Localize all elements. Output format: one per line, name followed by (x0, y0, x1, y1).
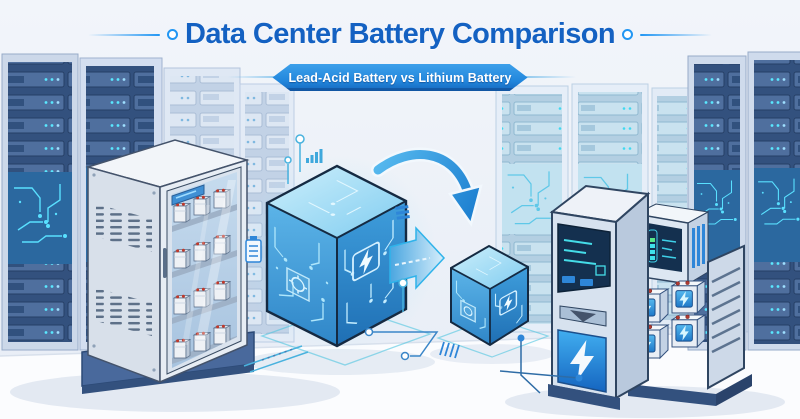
battery-module (672, 281, 705, 313)
chip-icon (460, 299, 476, 323)
battery-icon (245, 236, 262, 263)
kiosk-button (580, 279, 593, 286)
big-data-cube (265, 164, 408, 348)
cabinet-display (171, 184, 205, 206)
title-decor-line-right (640, 33, 712, 36)
decor-pins-and-bars (284, 134, 410, 220)
door-handle (163, 248, 167, 278)
cube-left-face-detail (274, 226, 329, 322)
glass-reflection (196, 180, 236, 340)
kiosk-base (548, 384, 620, 410)
title-decor-dot-left (167, 29, 178, 40)
title-row: Data Center Battery Comparison (0, 18, 800, 51)
curved-arrow-icon (371, 147, 483, 227)
vent-grille-lower (96, 288, 152, 336)
tower-base (628, 384, 716, 406)
page-title: Data Center Battery Comparison (185, 18, 616, 50)
small-cube-left-face-detail (455, 280, 486, 330)
lightning-bolt-icon (499, 290, 518, 316)
menu-bars-icon (395, 205, 410, 220)
subtitle-banner: Lead-Acid Battery vs Lithium Battery (272, 64, 528, 91)
small-cube-right-face-detail (494, 290, 523, 324)
small-data-cube (450, 244, 529, 347)
title-decor-line-left (88, 33, 160, 36)
cabinet-side-vent-face (87, 166, 161, 384)
cube-top-traces (308, 180, 362, 216)
left-server-rack-1 (1, 53, 79, 351)
chip-gear-icon (286, 266, 310, 303)
battery-shelves (172, 180, 237, 364)
title-decor-dot-right (622, 29, 633, 40)
lead-acid-battery-cabinet (81, 139, 255, 394)
floor-circuit-decor (243, 278, 583, 394)
vent-grille-upper (96, 204, 152, 252)
right-block-arrow-icon (389, 226, 446, 290)
battery-module (672, 315, 705, 347)
vent-panel (707, 244, 745, 390)
right-server-rack-dark-2 (747, 51, 800, 351)
subtitle-text: Lead-Acid Battery vs Lithium Battery (288, 70, 512, 85)
lightning-bolt-icon (352, 241, 380, 282)
signal-bars-icon (306, 149, 323, 163)
lithium-battery-tower (548, 184, 752, 410)
kiosk-button (562, 276, 575, 283)
